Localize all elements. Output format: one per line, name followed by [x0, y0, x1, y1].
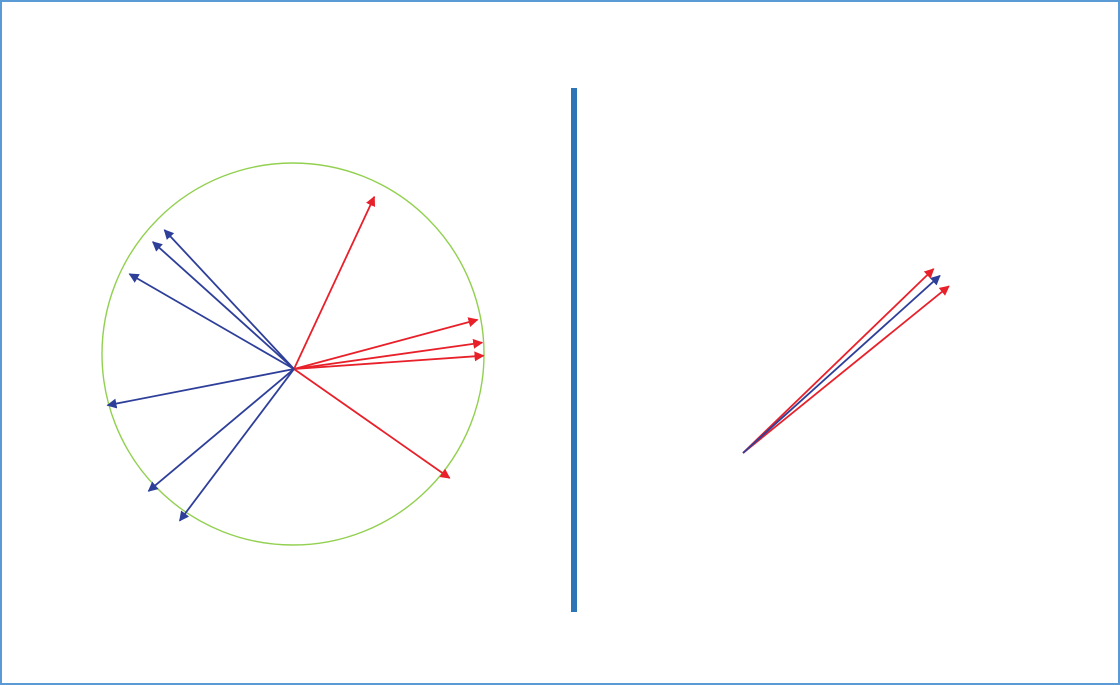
left-blue-vector-2 [163, 229, 295, 370]
left-blue-vector-6 [178, 368, 295, 522]
left-blue-vector-1 [152, 241, 295, 370]
left-blue-vector-5 [147, 368, 295, 492]
right-vector-group [742, 268, 950, 454]
left-blue-vector-4 [106, 368, 295, 409]
left-red-vector-4 [293, 351, 485, 370]
unit-circle [101, 162, 485, 546]
left-vector-group [106, 195, 485, 522]
left-red-vector-3 [293, 338, 484, 370]
left-blue-vector-3 [128, 273, 295, 370]
panel-divider [571, 88, 577, 612]
right-blue-vector-1 [742, 275, 941, 454]
left-red-vector-5 [293, 368, 451, 479]
left-red-vector-2 [293, 317, 479, 370]
left-red-vector-1 [293, 195, 376, 370]
right-red-vector-1 [742, 268, 935, 454]
right-red-vector-2 [742, 285, 950, 454]
